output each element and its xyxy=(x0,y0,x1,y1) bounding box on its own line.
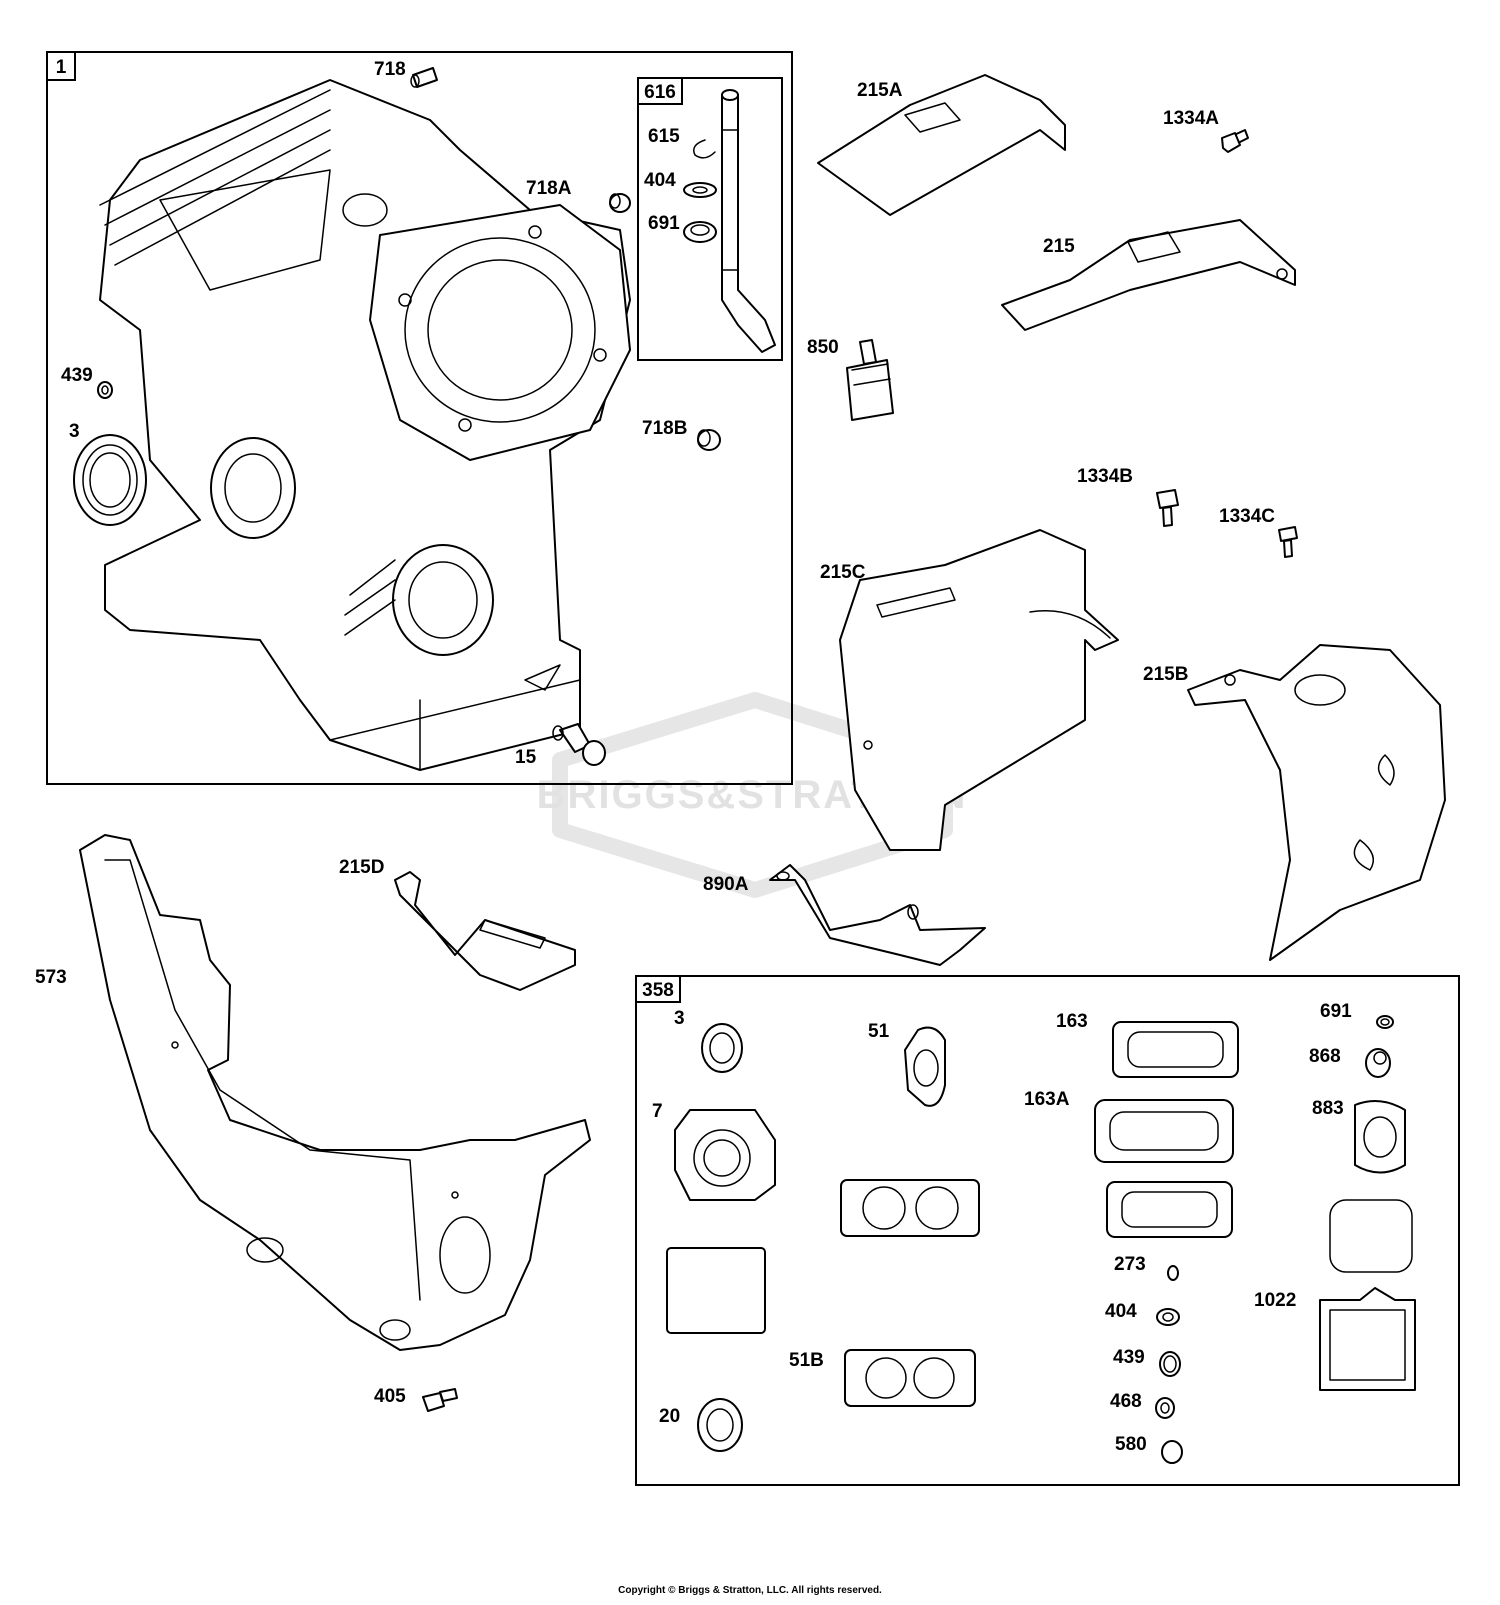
label-215C: 215C xyxy=(820,562,866,583)
part-718B-sleeve xyxy=(697,429,721,451)
part-215-shroud xyxy=(1001,219,1296,331)
label-439: 439 xyxy=(61,365,93,386)
label-215D: 215D xyxy=(339,857,384,878)
kit-51B-gasket xyxy=(844,1349,976,1407)
label-1334C: 1334C xyxy=(1219,506,1275,527)
box-number-358: 358 xyxy=(642,980,674,1001)
label-kit-580: 580 xyxy=(1115,1434,1147,1455)
kit-163A-gasket xyxy=(1094,1099,1234,1163)
part-215B-shroud xyxy=(1187,644,1446,961)
part-215D-shield xyxy=(394,871,576,991)
label-718A: 718A xyxy=(526,178,572,199)
part-850-sealant-tube xyxy=(846,339,894,421)
cylinder-block xyxy=(99,79,631,771)
kit-1022-gasket xyxy=(1319,1287,1416,1391)
label-kit-404: 404 xyxy=(1105,1301,1137,1322)
label-215B: 215B xyxy=(1143,664,1188,685)
label-615: 615 xyxy=(648,126,680,147)
label-718B: 718B xyxy=(642,418,687,439)
kit-868-fitting xyxy=(1365,1048,1391,1078)
group-box-616: 616 615 404 691 xyxy=(637,77,783,361)
kit-439-washer xyxy=(1159,1351,1181,1377)
part-3-oil-seal xyxy=(73,434,147,526)
label-691: 691 xyxy=(648,213,680,234)
part-718-dowel-pin xyxy=(410,67,438,88)
label-718: 718 xyxy=(374,59,406,80)
label-kit-163A: 163A xyxy=(1024,1089,1070,1110)
part-573-blower-housing xyxy=(79,834,591,1351)
part-691-seal xyxy=(683,221,717,243)
kit-51-gasket xyxy=(904,1026,946,1107)
group-box-358: 358 xyxy=(635,975,1460,1486)
kit-3-seal xyxy=(701,1023,743,1073)
kit-691-seal xyxy=(1376,1015,1394,1029)
label-1334A: 1334A xyxy=(1163,108,1219,129)
kit-468-washer xyxy=(1155,1397,1175,1419)
kit-273-washer xyxy=(1167,1265,1179,1281)
part-615-retaining-ring xyxy=(693,139,716,159)
group-box-1: 1 xyxy=(46,51,793,785)
label-kit-51B: 51B xyxy=(789,1350,824,1371)
part-215C-shroud xyxy=(839,529,1119,851)
label-kit-7: 7 xyxy=(652,1101,663,1122)
kit-580-o-ring xyxy=(1161,1440,1183,1464)
label-kit-3: 3 xyxy=(674,1008,685,1029)
label-kit-868: 868 xyxy=(1309,1046,1341,1067)
kit-rocker-cover-gasket xyxy=(1329,1199,1413,1273)
label-kit-468: 468 xyxy=(1110,1391,1142,1412)
label-215: 215 xyxy=(1043,236,1075,257)
part-616-dipstick-tube xyxy=(721,89,776,353)
part-1334C-screw xyxy=(1278,526,1298,558)
label-404: 404 xyxy=(644,170,676,191)
label-15: 15 xyxy=(515,747,537,768)
kit-163-gasket xyxy=(1112,1021,1239,1078)
kit-7-head-gasket xyxy=(674,1109,776,1201)
label-kit-1022: 1022 xyxy=(1254,1290,1296,1311)
box-number-616: 616 xyxy=(644,82,676,103)
part-15-drain-plug xyxy=(552,723,606,766)
label-kit-273: 273 xyxy=(1114,1254,1146,1275)
part-890A-bracket xyxy=(769,864,986,966)
part-439-washer xyxy=(97,381,113,399)
label-405: 405 xyxy=(374,1386,406,1407)
part-215A-shroud xyxy=(817,74,1066,216)
part-405-screw xyxy=(422,1388,458,1412)
box-number-1: 1 xyxy=(56,57,67,78)
label-kit-883: 883 xyxy=(1312,1098,1344,1119)
label-890A: 890A xyxy=(703,874,749,895)
label-573: 573 xyxy=(35,967,67,988)
label-1334B: 1334B xyxy=(1077,466,1133,487)
label-kit-691: 691 xyxy=(1320,1001,1352,1022)
copyright-notice: Copyright © Briggs & Stratton, LLC. All … xyxy=(618,1585,882,1596)
label-850: 850 xyxy=(807,337,839,358)
label-kit-20: 20 xyxy=(659,1406,680,1427)
kit-20-seal xyxy=(697,1398,743,1452)
kit-intake-gasket xyxy=(840,1179,980,1237)
kit-valve-cover-gasket xyxy=(666,1247,766,1334)
part-1334B-screw xyxy=(1156,489,1179,527)
part-1334A-screw xyxy=(1221,129,1249,153)
label-kit-439: 439 xyxy=(1113,1347,1145,1368)
kit-404-washer xyxy=(1156,1308,1180,1326)
kit-exhaust-gasket xyxy=(1106,1181,1233,1238)
kit-883-gasket xyxy=(1354,1100,1406,1174)
label-3: 3 xyxy=(69,421,80,442)
part-404-washer xyxy=(683,182,717,198)
label-215A: 215A xyxy=(857,80,903,101)
label-kit-163: 163 xyxy=(1056,1011,1088,1032)
part-718A-sleeve xyxy=(609,193,631,213)
label-kit-51: 51 xyxy=(868,1021,890,1042)
